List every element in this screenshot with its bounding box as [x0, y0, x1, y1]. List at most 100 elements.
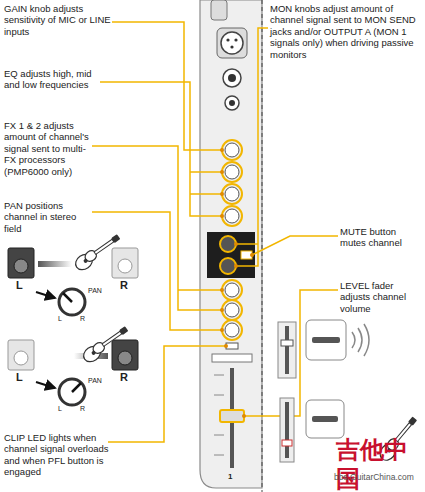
- callout-text: LEVEL fader adjusts channel volume: [340, 280, 422, 314]
- callout-text: EQ adjusts high, mid and low frequencies: [4, 68, 102, 91]
- arrow: [36, 292, 55, 298]
- fader-tick: [214, 375, 224, 376]
- leader-line: [100, 82, 222, 216]
- knob-ring: [222, 184, 242, 204]
- xlr-pin: [230, 45, 233, 48]
- callout-text: GAIN knob adjusts sensitivity of MIC or …: [4, 3, 116, 37]
- eq-knob: [225, 187, 239, 201]
- callout-text: MUTE button mutes channel: [340, 226, 422, 249]
- knob-ring: [222, 162, 242, 182]
- speaker: [112, 248, 138, 278]
- speaker-cone: [118, 259, 132, 273]
- speaker-cone: [118, 351, 132, 365]
- sound-waves: [352, 324, 369, 356]
- mini-fader-cap: [281, 340, 293, 346]
- knob-label: PAN: [88, 287, 112, 295]
- leader-dot: [220, 328, 224, 332]
- fader-tick: [214, 455, 224, 456]
- leader-dot: [220, 170, 224, 174]
- watermark: 吉他中国: [336, 436, 425, 492]
- channel-letter: L: [16, 371, 30, 384]
- mini-fader: [280, 398, 294, 462]
- watermark: bbs.GuitarChina.com: [334, 472, 425, 482]
- eq-knob: [225, 209, 239, 223]
- xlr-pin: [226, 38, 229, 41]
- knob-ring: [222, 206, 242, 226]
- leader-dot: [242, 414, 246, 418]
- knob-ring: [222, 140, 242, 160]
- gain-knob: [225, 143, 239, 157]
- speaker-cone: [14, 259, 28, 273]
- fader-tick: [214, 395, 224, 396]
- strip-handle: [211, 0, 227, 20]
- speaker-cone: [14, 351, 28, 365]
- guitar-icon: [81, 324, 132, 365]
- leader-dot: [220, 148, 224, 152]
- channel-letter: R: [120, 371, 134, 384]
- leader-dot: [234, 242, 238, 246]
- arrow: [36, 382, 55, 388]
- insert-jack: [225, 96, 239, 110]
- mini-fader-slot: [285, 402, 289, 458]
- speaker: [8, 248, 34, 278]
- leader-line: [92, 212, 222, 330]
- knob-ring: [222, 300, 242, 320]
- fader-zoom: [306, 400, 344, 438]
- knob-pointer: [63, 293, 72, 302]
- callout-text: PAN positions channel in stereo field: [4, 200, 94, 234]
- leader-dots: [220, 148, 254, 418]
- callout-text: MON knobs adjust amount of channel signa…: [270, 3, 422, 60]
- pan-knob: [225, 323, 239, 337]
- leader-line: [236, 28, 268, 266]
- leader-line: [112, 22, 222, 150]
- xlr-pin: [234, 38, 237, 41]
- pfl-button: [212, 354, 252, 362]
- mon-knob: [220, 236, 236, 252]
- channel-letter: R: [120, 279, 134, 292]
- leader-line: [108, 346, 226, 442]
- fx-knob: [225, 283, 239, 297]
- channel-letter: L: [16, 279, 30, 292]
- fader-tick: [214, 435, 224, 436]
- channel-number: 1: [228, 472, 240, 482]
- callout-text: FX 1 & 2 adjusts amount of channel's sig…: [4, 120, 94, 177]
- pan-knob-icon: [59, 289, 85, 315]
- mini-fader-cap: [282, 440, 292, 446]
- mini-fader-slot: [285, 326, 289, 374]
- cut-line: [262, 0, 263, 492]
- callout-text: CLIP LED lights when channel signal over…: [4, 432, 112, 478]
- fader-zoom-cap: [312, 416, 338, 422]
- knob-group: [222, 140, 242, 226]
- fader-zoom-cap: [312, 337, 340, 343]
- mon-knob: [220, 258, 236, 274]
- knob-ring: [222, 280, 242, 300]
- fader-cap: [220, 410, 244, 422]
- fx-knob: [225, 303, 239, 317]
- line-jack: [223, 69, 241, 87]
- xlr-jack: [217, 28, 247, 58]
- leader-dot: [250, 253, 254, 257]
- leader-line: [252, 236, 338, 255]
- leader-dot: [220, 192, 224, 196]
- speaker: [8, 340, 34, 370]
- leader-dot: [220, 288, 224, 292]
- pan-knob-icon: [59, 379, 85, 405]
- eq-knob: [225, 165, 239, 179]
- mini-fader: [278, 322, 296, 378]
- insert-jack-hole: [229, 100, 235, 106]
- leader-dot: [220, 214, 224, 218]
- knob-label: R: [80, 405, 90, 413]
- leader-dot: [220, 308, 224, 312]
- mon-panel: [207, 232, 255, 278]
- knob-ring: [222, 320, 242, 340]
- knob-pointer: [72, 383, 81, 392]
- guitar-icon: [73, 232, 124, 273]
- knob-label: R: [80, 315, 90, 323]
- speaker: [112, 340, 138, 370]
- knob-label: L: [58, 405, 68, 413]
- leader-line: [92, 146, 222, 310]
- xlr-socket: [221, 32, 243, 54]
- leader-lines: [92, 22, 338, 442]
- knob-label: PAN: [88, 377, 112, 385]
